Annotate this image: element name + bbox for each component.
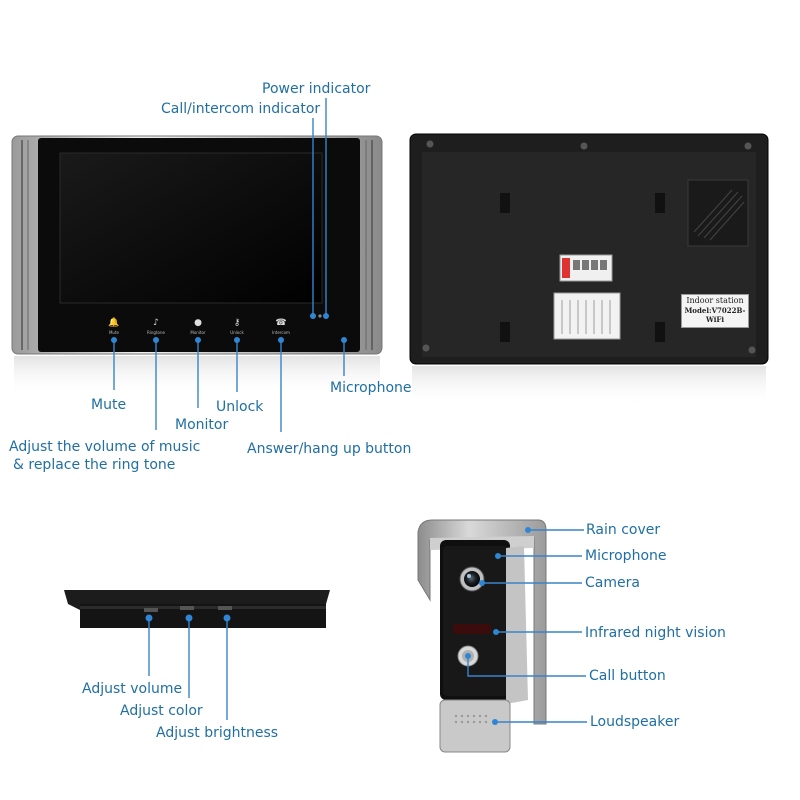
button-caption-monitor: Monitor [190,330,206,335]
label-adjust-color: Adjust color [120,703,203,719]
label-infrared: Infrared night vision [585,625,726,641]
label-call-indicator: Call/intercom indicator [161,101,321,117]
button-caption-mute: Mute [108,330,119,335]
label-answer-button: Answer/hang up button [247,441,412,457]
label-unlock: Unlock [216,399,264,415]
label-front-microphone: Microphone [330,380,412,396]
label-monitor: Monitor [175,417,229,433]
side-view-monitor [64,590,330,628]
station-plate-title: Indoor station [686,296,744,305]
label-volume-music-line2: & replace the ring tone [13,457,176,473]
label-adjust-brightness: Adjust brightness [156,725,279,741]
button-caption-unlock: Unlock [230,330,244,335]
button-caption-ringtone: Ringtone [147,330,165,335]
leader-lines [113,98,587,723]
label-loudspeaker: Loudspeaker [590,714,680,730]
label-rain-cover: Rain cover [586,522,661,538]
label-mute: Mute [91,397,127,413]
person-icon: ● [194,318,202,328]
phone-icon: ☎ [275,318,287,328]
label-camera: Camera [585,575,640,591]
music-note-icon: ♪ [153,318,159,328]
label-volume-music-line1: Adjust the volume of music [9,439,201,455]
key-icon: ⚷ [233,318,241,328]
label-call-button: Call button [589,668,666,684]
mute-icon: 🔔 [108,318,120,328]
label-power-indicator: Power indicator [262,81,371,97]
doorbell-unit [417,519,547,753]
label-adjust-volume: Adjust volume [82,681,183,697]
rear-panel [409,133,769,406]
front-monitor [11,135,383,396]
station-plate: Indoor station Model:V7022B-WiFi [681,294,749,328]
callout-dots [111,313,531,725]
station-plate-model: Model:V7022B-WiFi [684,306,746,324]
label-doorbell-microphone: Microphone [585,548,667,564]
button-caption-intercom: Intercom [272,330,290,335]
